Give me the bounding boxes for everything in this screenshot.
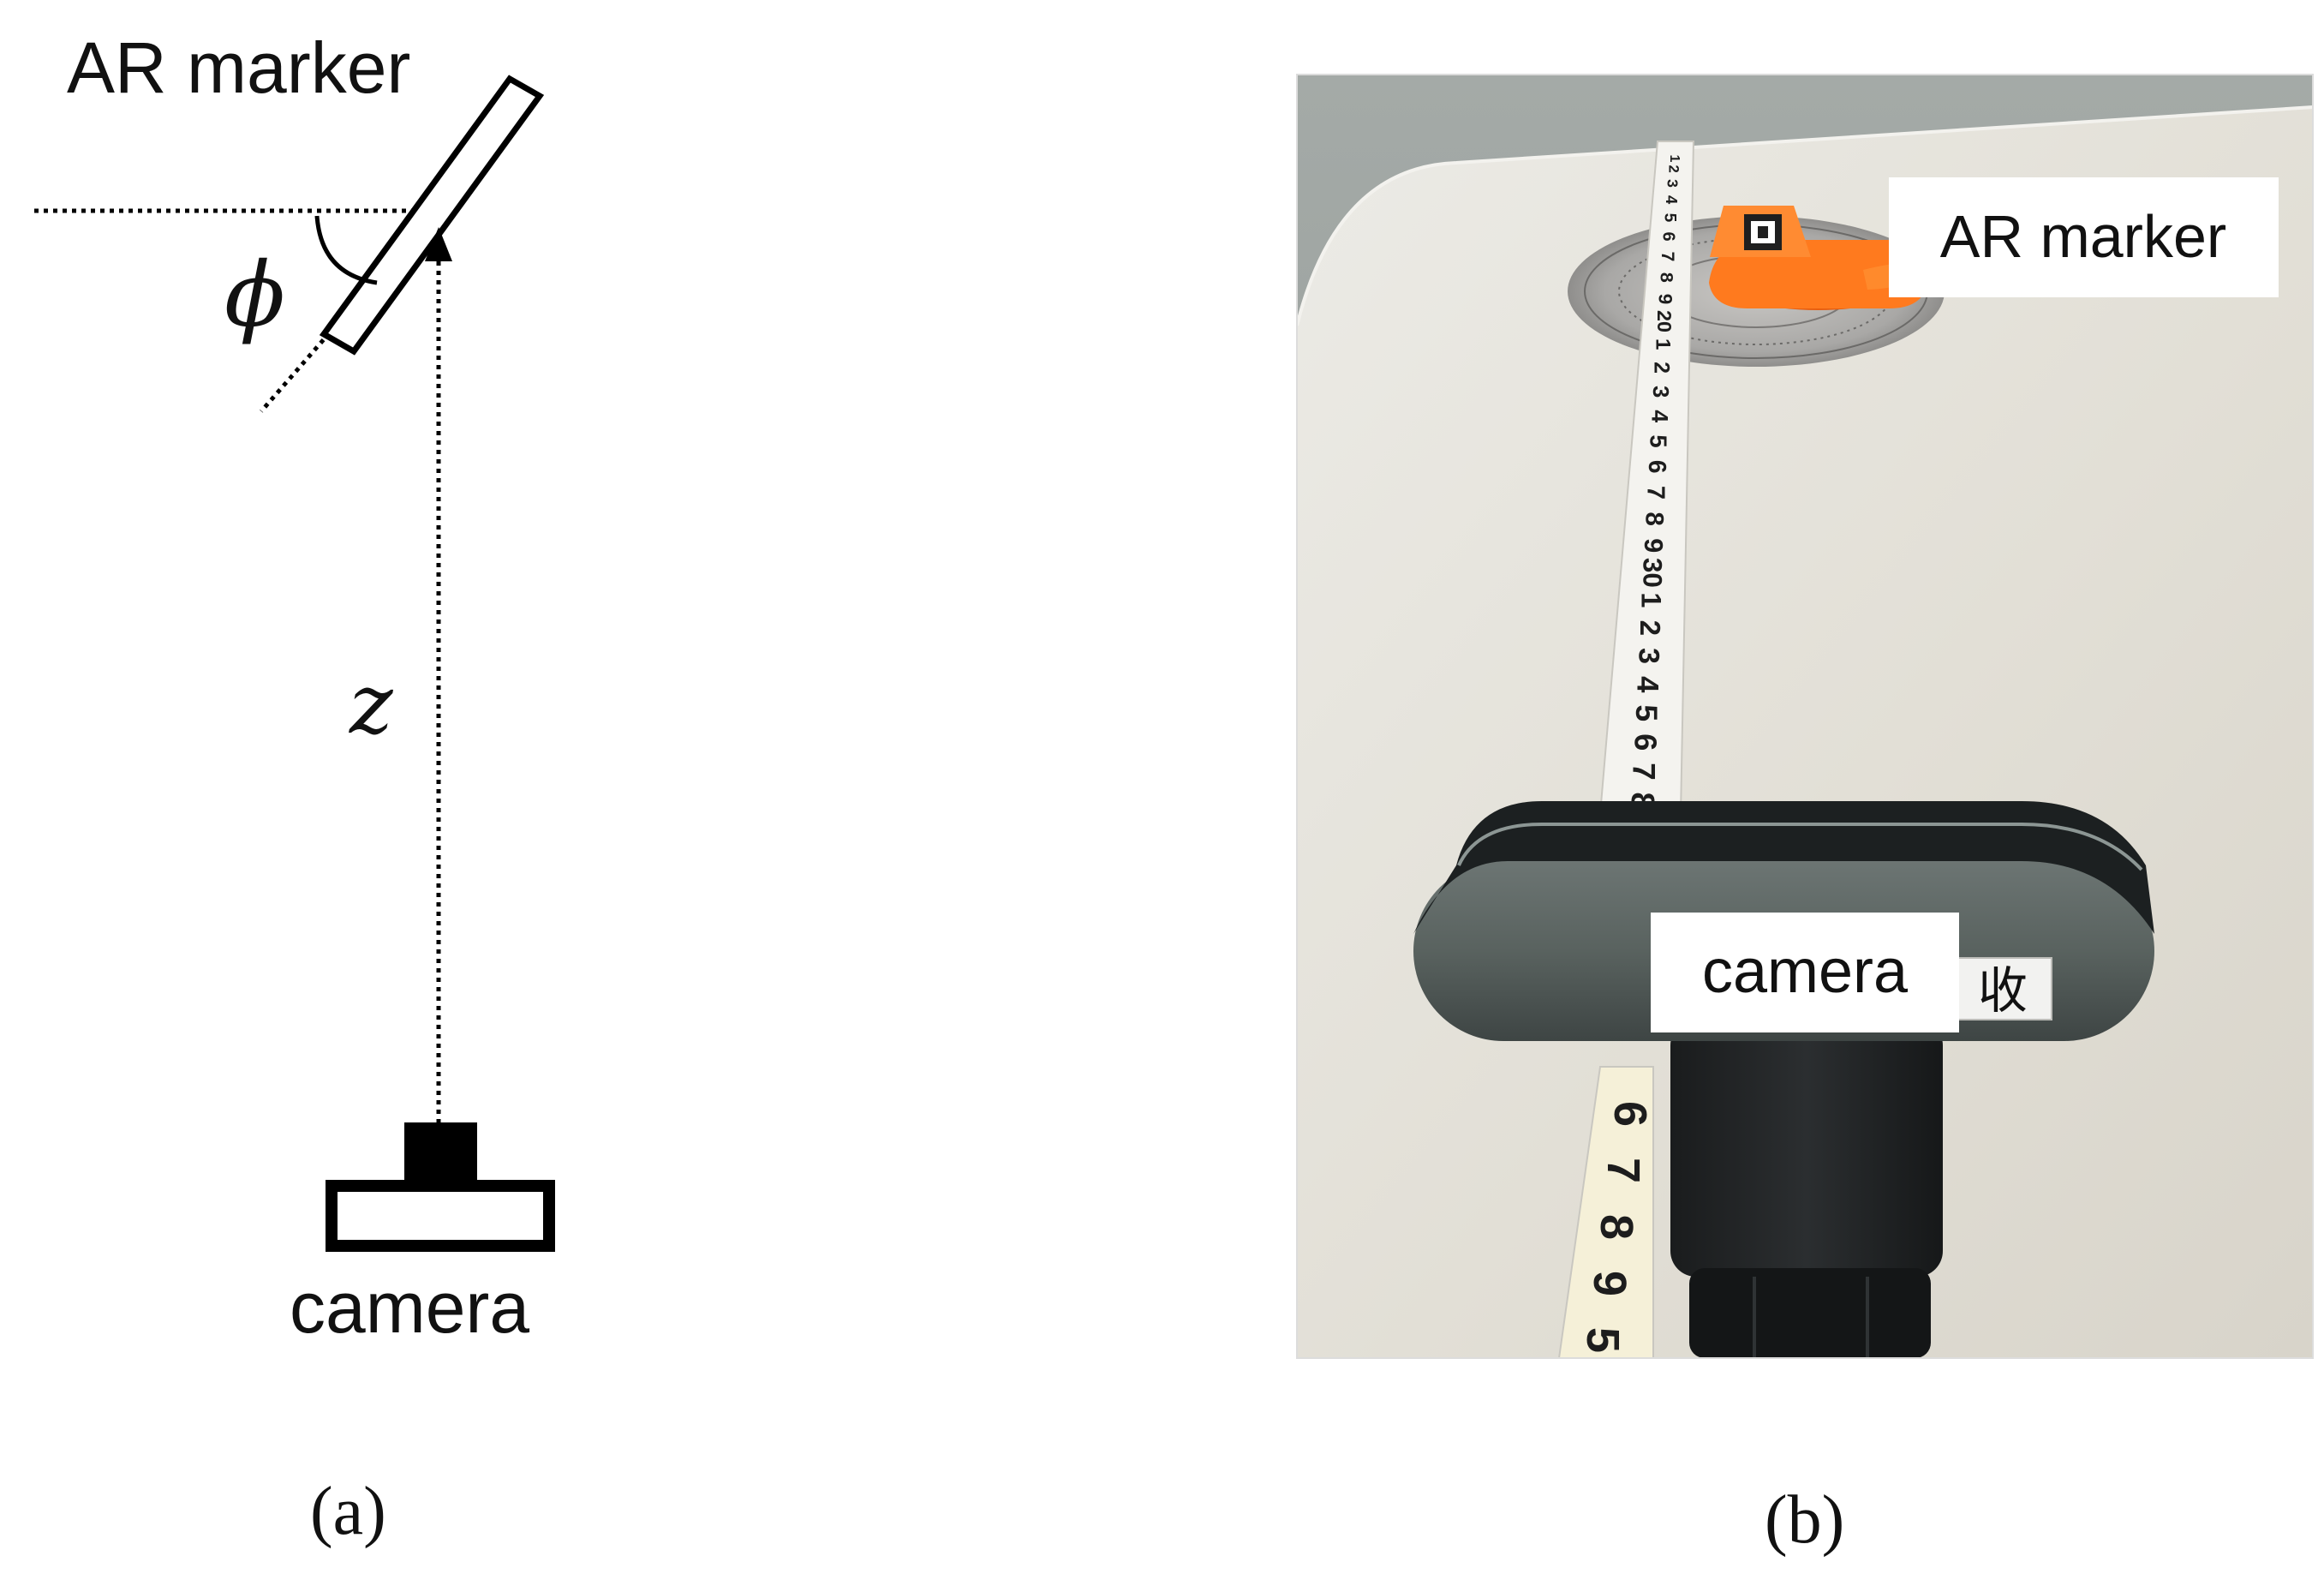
arrow-head-icon — [425, 227, 452, 261]
tape-number: 5 — [1629, 704, 1664, 721]
angle-label: ϕ — [224, 242, 285, 347]
camera-stand — [1670, 1020, 1943, 1358]
camera-label-box: camera — [1651, 913, 1959, 1032]
tape-number: 3 — [1664, 179, 1682, 188]
angle-arc — [314, 215, 378, 285]
tape-number: 5 — [1660, 213, 1678, 223]
caption-b: (b) — [1765, 1482, 1844, 1558]
marker-plane-extension — [260, 324, 338, 413]
tape-number: 7 — [1641, 486, 1669, 500]
tape-number: 7 — [1658, 252, 1677, 262]
tape-number: 6 — [1628, 733, 1663, 751]
tape-number: 9 — [1655, 294, 1676, 305]
tape-number: 3 — [1632, 648, 1664, 664]
tape-number: 7 — [1598, 1158, 1649, 1183]
table-edge — [1297, 105, 2313, 326]
tape-number: 4 — [1646, 410, 1672, 422]
tape-number: 9 — [1639, 538, 1668, 553]
tape-number: 4 — [1663, 195, 1681, 205]
tape-number: 5 — [1646, 434, 1672, 447]
marker-label-a: AR marker — [67, 27, 410, 108]
table-surface — [1297, 107, 2313, 1358]
tape-number: 3 — [1648, 386, 1672, 398]
tape-number: 2 — [1665, 165, 1682, 173]
tape-number: 6 — [1659, 232, 1678, 242]
tape-number: 1 — [1636, 592, 1667, 607]
camera-sticker-text: 收 — [1978, 963, 2028, 1019]
measuring-tape-near: 6 7 8 9 5 — [1557, 1066, 1656, 1358]
tape-number: 4 — [1631, 676, 1664, 693]
schematic-diagram: AR marker ϕ z camera (a) — [34, 27, 555, 1549]
tape-number: 7 — [1627, 763, 1663, 781]
tape-number: 30 — [1637, 558, 1667, 588]
ar-marker-holder — [1709, 206, 1932, 310]
measuring-tape-far: 123456789201234567893012345678 — [1598, 141, 1695, 815]
tape-number: 2 — [1634, 620, 1665, 636]
tape-number: 5 — [1577, 1327, 1628, 1353]
tape-number: 20 — [1653, 310, 1676, 332]
ar-marker-shape — [319, 75, 545, 356]
tape-number: 8 — [1656, 272, 1677, 283]
tape-number: 1 — [1667, 155, 1682, 163]
tape-number: 1 — [1651, 338, 1674, 350]
tape-number: 8 — [1640, 512, 1669, 526]
camera-icon — [326, 1122, 555, 1252]
tape-number: 8 — [1591, 1214, 1642, 1240]
photo-frame — [1296, 74, 2314, 1359]
camera-label-b: camera — [1702, 937, 1909, 1006]
distance-label: z — [349, 656, 394, 752]
camera-label-a: camera — [290, 1267, 529, 1348]
tape-number: 6 — [1604, 1101, 1656, 1127]
caption-a: (a) — [310, 1474, 386, 1549]
experiment-photo: 1 2 3 4 5 6 7 8 9 20 1 2 3 4 5 6 7 8 9 30 1 2 3 4 5 6 7 8 6 7 8 9 5 — [1296, 74, 2314, 1558]
marker-label-box: AR marker — [1889, 177, 2279, 297]
marker-label-b: AR marker — [1940, 203, 2226, 270]
tape-number: 6 — [1644, 460, 1671, 474]
tape-number: 9 — [1584, 1271, 1635, 1296]
tape-number: 2 — [1650, 362, 1674, 374]
